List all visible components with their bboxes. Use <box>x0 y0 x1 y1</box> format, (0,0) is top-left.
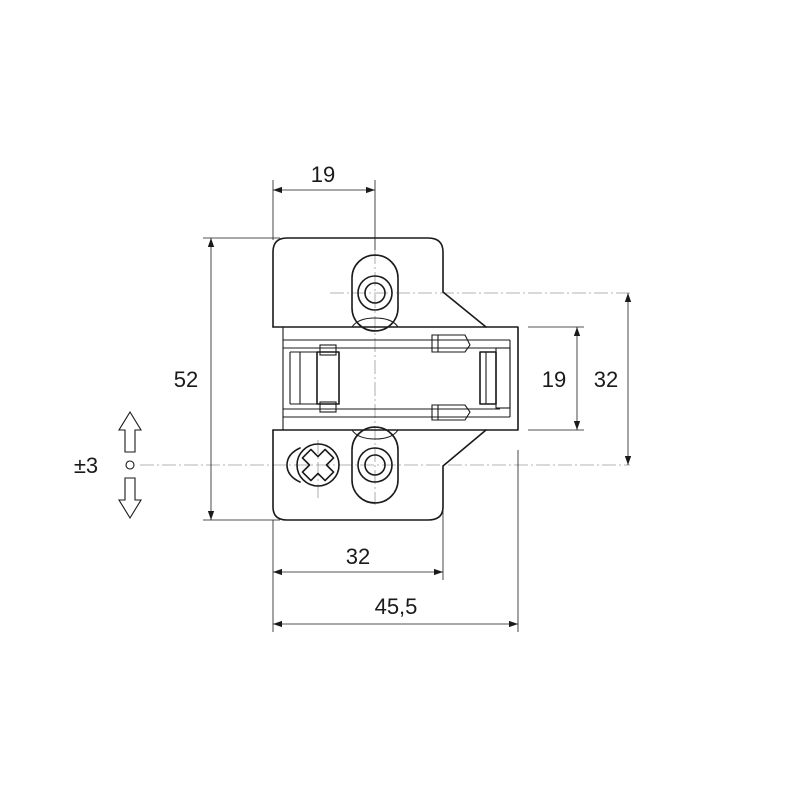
upper-screw-hole <box>351 254 399 332</box>
dimension-label-top-width: 19 <box>311 162 335 187</box>
arrow-down-outline-icon <box>118 477 142 520</box>
dimension-slot-height: 19 <box>528 326 584 431</box>
dimension-label-bottom-width: 32 <box>346 544 370 569</box>
dimension-overall-width: 45,5 <box>273 450 519 632</box>
cross-head-screw-icon <box>286 443 340 487</box>
dimension-label-slot-height: 19 <box>542 367 566 392</box>
mounting-plate <box>272 237 519 521</box>
adjustment-label: ±3 <box>74 453 98 478</box>
lower-screw-hole <box>351 426 399 504</box>
dimension-total-height: 52 <box>174 237 280 521</box>
dimension-hole-spacing: 32 <box>594 293 632 465</box>
arrow-up-outline-icon <box>118 410 142 453</box>
dimension-top-width: 19 <box>272 162 376 250</box>
adjustment-indicator: ±3 <box>74 410 142 520</box>
circle-small-icon <box>125 460 135 470</box>
dimension-label-hole-spacing: 32 <box>594 367 618 392</box>
dimension-bottom-width: 32 <box>272 470 444 632</box>
dimension-label-overall-width: 45,5 <box>375 594 418 619</box>
dimension-label-total-height: 52 <box>174 367 198 392</box>
